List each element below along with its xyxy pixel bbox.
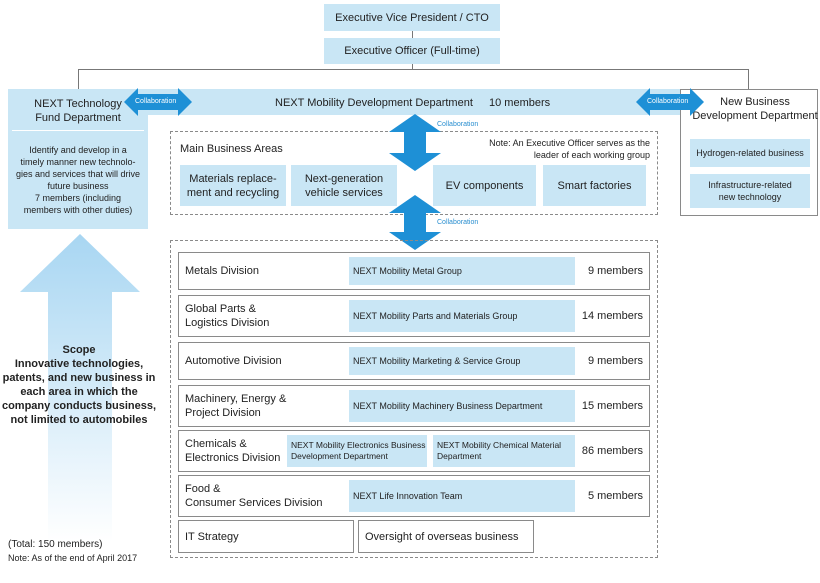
division-row: Automotive Division NEXT Mobility Market… xyxy=(178,342,650,380)
overseas-business-box: Oversight of overseas business xyxy=(358,520,534,553)
footnote: Note: As of the end of April 2017 xyxy=(8,553,138,563)
divisions-container xyxy=(170,240,658,558)
connector xyxy=(412,64,413,70)
division-row: Machinery, Energy &Project Division NEXT… xyxy=(178,385,650,427)
new-business-item: Infrastructure-related new technology xyxy=(690,174,810,208)
collaboration-arrow-vertical xyxy=(389,114,441,171)
business-area-text: EV components xyxy=(445,179,524,192)
total-members: (Total: 150 members) xyxy=(8,539,103,550)
working-group: NEXT Mobility Electronics Business Devel… xyxy=(287,435,427,467)
division-members: 5 members xyxy=(587,490,643,502)
new-business-item-text: Hydrogen-related business xyxy=(696,148,804,158)
scope-text: Scope Innovative technologies, patents, … xyxy=(0,343,158,427)
division-row: Chemicals &Electronics Division NEXT Mob… xyxy=(178,430,650,472)
business-area-text: ment and recycling xyxy=(186,186,280,199)
scope-title: Scope xyxy=(62,344,96,356)
division-name: Metals Division xyxy=(185,265,259,277)
business-area-text: Smart factories xyxy=(557,179,632,192)
it-strategy-box: IT Strategy xyxy=(178,520,354,553)
business-area: Next-generation vehicle services xyxy=(291,165,397,206)
fund-title-line1: NEXT Technology xyxy=(34,98,122,110)
fund-title-line2: Fund Department xyxy=(35,112,121,124)
division-row: Metals Division NEXT Mobility Metal Grou… xyxy=(178,252,650,290)
new-business-item-text: new technology xyxy=(718,192,782,202)
working-group: NEXT Mobility Metal Group xyxy=(349,257,575,285)
working-group: NEXT Mobility Chemical Material Departme… xyxy=(433,435,575,467)
working-group: NEXT Mobility Parts and Materials Group xyxy=(349,300,575,332)
division-name: Machinery, Energy &Project Division xyxy=(185,393,287,419)
division-name: Food &Consumer Services Division xyxy=(185,483,323,509)
business-area-text: Materials replace- xyxy=(189,172,277,185)
division-name: Global Parts &Logistics Division xyxy=(185,303,270,329)
business-area-text: Next-generation xyxy=(304,172,384,185)
working-group: NEXT Mobility Machinery Business Departm… xyxy=(349,390,575,422)
scope-line: each area in which the xyxy=(20,386,138,398)
executive-officer-box: Executive Officer (Full-time) xyxy=(324,38,500,64)
business-area: Smart factories xyxy=(543,165,646,206)
collaboration-label: Collaboration xyxy=(437,121,479,128)
scope-line: company conducts business, xyxy=(1,400,157,412)
business-area: Materials replace- ment and recycling xyxy=(180,165,286,206)
main-areas-heading: Main Business Areas xyxy=(180,143,283,155)
division-members: 14 members xyxy=(581,310,643,322)
new-business-title-line1: New Business xyxy=(720,96,790,108)
main-areas-note-line: leader of each working group xyxy=(533,150,650,160)
collaboration-label: Collaboration xyxy=(647,98,689,105)
fund-desc-line: future business xyxy=(47,181,109,191)
fund-desc-line: 7 members (including xyxy=(34,193,122,203)
scope-arrow xyxy=(20,234,140,542)
connector xyxy=(412,31,413,38)
next-mobility-title: NEXT Mobility Development Department xyxy=(275,97,473,109)
division-name: Automotive Division xyxy=(185,355,282,367)
fund-desc-line: Identify and develop in a xyxy=(29,145,127,155)
new-business-item-text: Infrastructure-related xyxy=(708,180,792,190)
fund-desc-line: timely manner new technolo- xyxy=(20,157,136,167)
working-group: NEXT Mobility Marketing & Service Group xyxy=(349,347,575,375)
fund-title: NEXT Technology Fund Department xyxy=(8,97,148,125)
division-members: 9 members xyxy=(587,355,643,367)
collaboration-arrow-left xyxy=(124,88,192,116)
fund-department xyxy=(8,89,148,229)
scope-line: patents, and new business in xyxy=(2,372,156,384)
fund-description: Identify and develop in a timely manner … xyxy=(8,144,148,216)
cto-box: Executive Vice President / CTO xyxy=(324,4,500,31)
business-area: EV components xyxy=(433,165,536,206)
main-areas-note: Note: An Executive Officer serves as the… xyxy=(470,137,650,161)
connector xyxy=(78,69,79,89)
new-business-item: Hydrogen-related business xyxy=(690,139,810,167)
business-area-text: vehicle services xyxy=(305,186,383,199)
collaboration-arrow-vertical xyxy=(389,195,441,250)
scope-line: not limited to automobiles xyxy=(10,414,148,426)
collaboration-arrow-right xyxy=(636,88,704,116)
division-members: 9 members xyxy=(587,265,643,277)
next-mobility-members: 10 members xyxy=(489,97,551,109)
fund-desc-line: gies and services that will drive xyxy=(15,169,141,179)
new-business-title: New Business Development Department xyxy=(690,95,820,123)
division-members: 86 members xyxy=(581,445,643,457)
scope-line: Innovative technologies, xyxy=(14,358,144,370)
division-row: Global Parts &Logistics Division NEXT Mo… xyxy=(178,295,650,337)
collaboration-label: Collaboration xyxy=(135,98,177,105)
working-group: NEXT Life Innovation Team xyxy=(349,480,575,512)
main-areas-note-line: Note: An Executive Officer serves as the xyxy=(489,138,650,148)
division-members: 15 members xyxy=(581,400,643,412)
fund-divider xyxy=(12,130,144,131)
division-name: Chemicals &Electronics Division xyxy=(185,438,281,464)
collaboration-label: Collaboration xyxy=(437,219,479,226)
connector xyxy=(78,69,749,70)
new-business-title-line2: Development Department xyxy=(692,110,818,122)
fund-desc-line: members with other duties) xyxy=(23,205,133,215)
connector xyxy=(748,69,749,89)
division-row: Food &Consumer Services Division NEXT Li… xyxy=(178,475,650,517)
